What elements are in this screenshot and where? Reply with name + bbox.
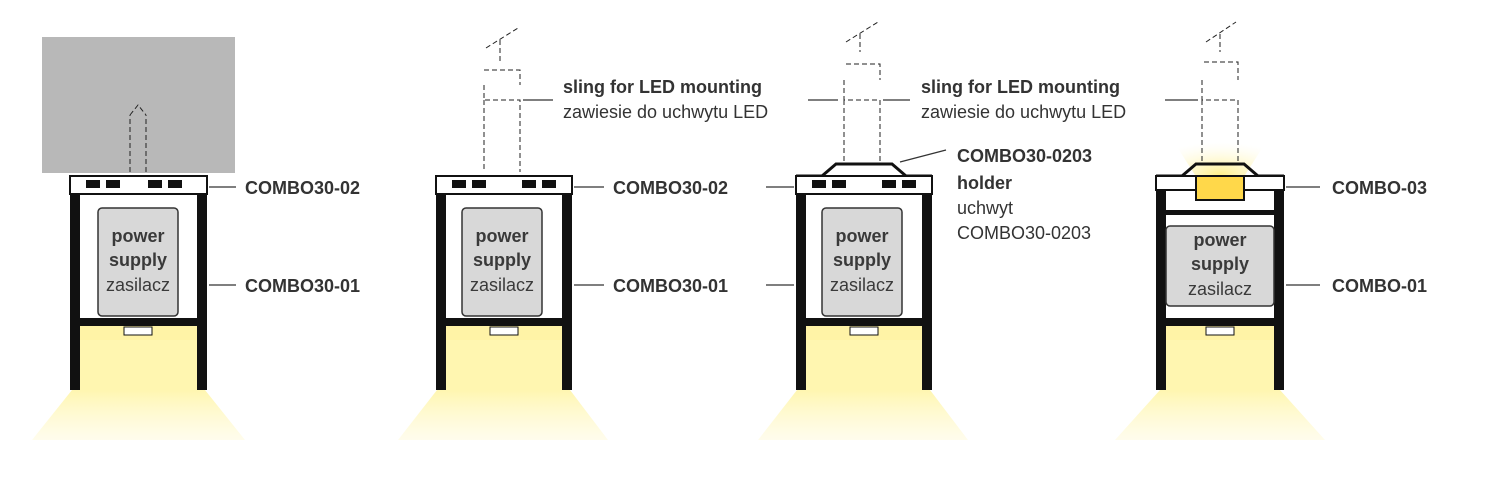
- psu-label-power: power: [1193, 230, 1246, 250]
- psu-label-zasilacz: zasilacz: [830, 275, 894, 295]
- up-light-glow: [1165, 128, 1275, 175]
- label-sling-en: sling for LED mounting: [921, 77, 1120, 97]
- label-holder-code: COMBO30-0203: [957, 146, 1092, 166]
- psu-label-power: power: [111, 226, 164, 246]
- screw-outline: [129, 104, 147, 172]
- psu-label-zasilacz: zasilacz: [1188, 279, 1252, 299]
- sling-outline: [483, 27, 521, 172]
- ceiling-block: [42, 37, 235, 173]
- variant-3-holder: power supply zasilacz sling for LED moun…: [758, 21, 1126, 440]
- power-supply: [821, 207, 903, 317]
- light-beam: [1115, 390, 1325, 440]
- label-top-profile: COMBO30-02: [613, 178, 728, 198]
- light-beam: [398, 390, 608, 440]
- power-supply: [1165, 225, 1275, 307]
- variant-2-sling: power supply zasilacz sling for LED moun…: [398, 27, 768, 440]
- psu-label-power: power: [475, 226, 528, 246]
- sling-outline: [843, 21, 881, 165]
- profile-body: [1155, 175, 1285, 390]
- psu-label-supply: supply: [473, 250, 531, 270]
- power-supply: [461, 207, 543, 317]
- profile-body: [69, 175, 208, 390]
- label-holder-en: holder: [957, 173, 1012, 193]
- label-body-profile: COMBO-01: [1332, 276, 1427, 296]
- label-holder-pl: uchwyt: [957, 198, 1013, 218]
- variant-4-uplight: power supply zasilacz COMBO-03 COMBO-01: [1115, 21, 1427, 440]
- holder-bracket: [796, 162, 932, 178]
- psu-label-zasilacz: zasilacz: [106, 275, 170, 295]
- psu-label-power: power: [835, 226, 888, 246]
- label-sling-pl: zawiesie do uchwytu LED: [563, 102, 768, 122]
- label-body-profile: COMBO30-01: [613, 276, 728, 296]
- label-sling-pl: zawiesie do uchwytu LED: [921, 102, 1126, 122]
- psu-label-supply: supply: [109, 250, 167, 270]
- label-body-profile: COMBO30-01: [245, 276, 360, 296]
- psu-label-zasilacz: zasilacz: [470, 275, 534, 295]
- profile-body: [435, 175, 573, 390]
- sling-outline: [1201, 21, 1239, 165]
- psu-label-supply: supply: [1191, 254, 1249, 274]
- light-beam: [758, 390, 968, 440]
- label-top-profile: COMBO-03: [1332, 178, 1427, 198]
- profile-body: [795, 175, 933, 390]
- psu-label-supply: supply: [833, 250, 891, 270]
- label-sling-en: sling for LED mounting: [563, 77, 762, 97]
- power-supply: [97, 207, 179, 317]
- light-beam: [32, 390, 245, 440]
- label-holder-code-pl: COMBO30-0203: [957, 223, 1091, 243]
- leader-holder: [899, 149, 947, 163]
- label-top-profile: COMBO30-02: [245, 178, 360, 198]
- variant-1-ceiling: power supply zasilacz COMBO30-02 COMBO30…: [32, 37, 360, 440]
